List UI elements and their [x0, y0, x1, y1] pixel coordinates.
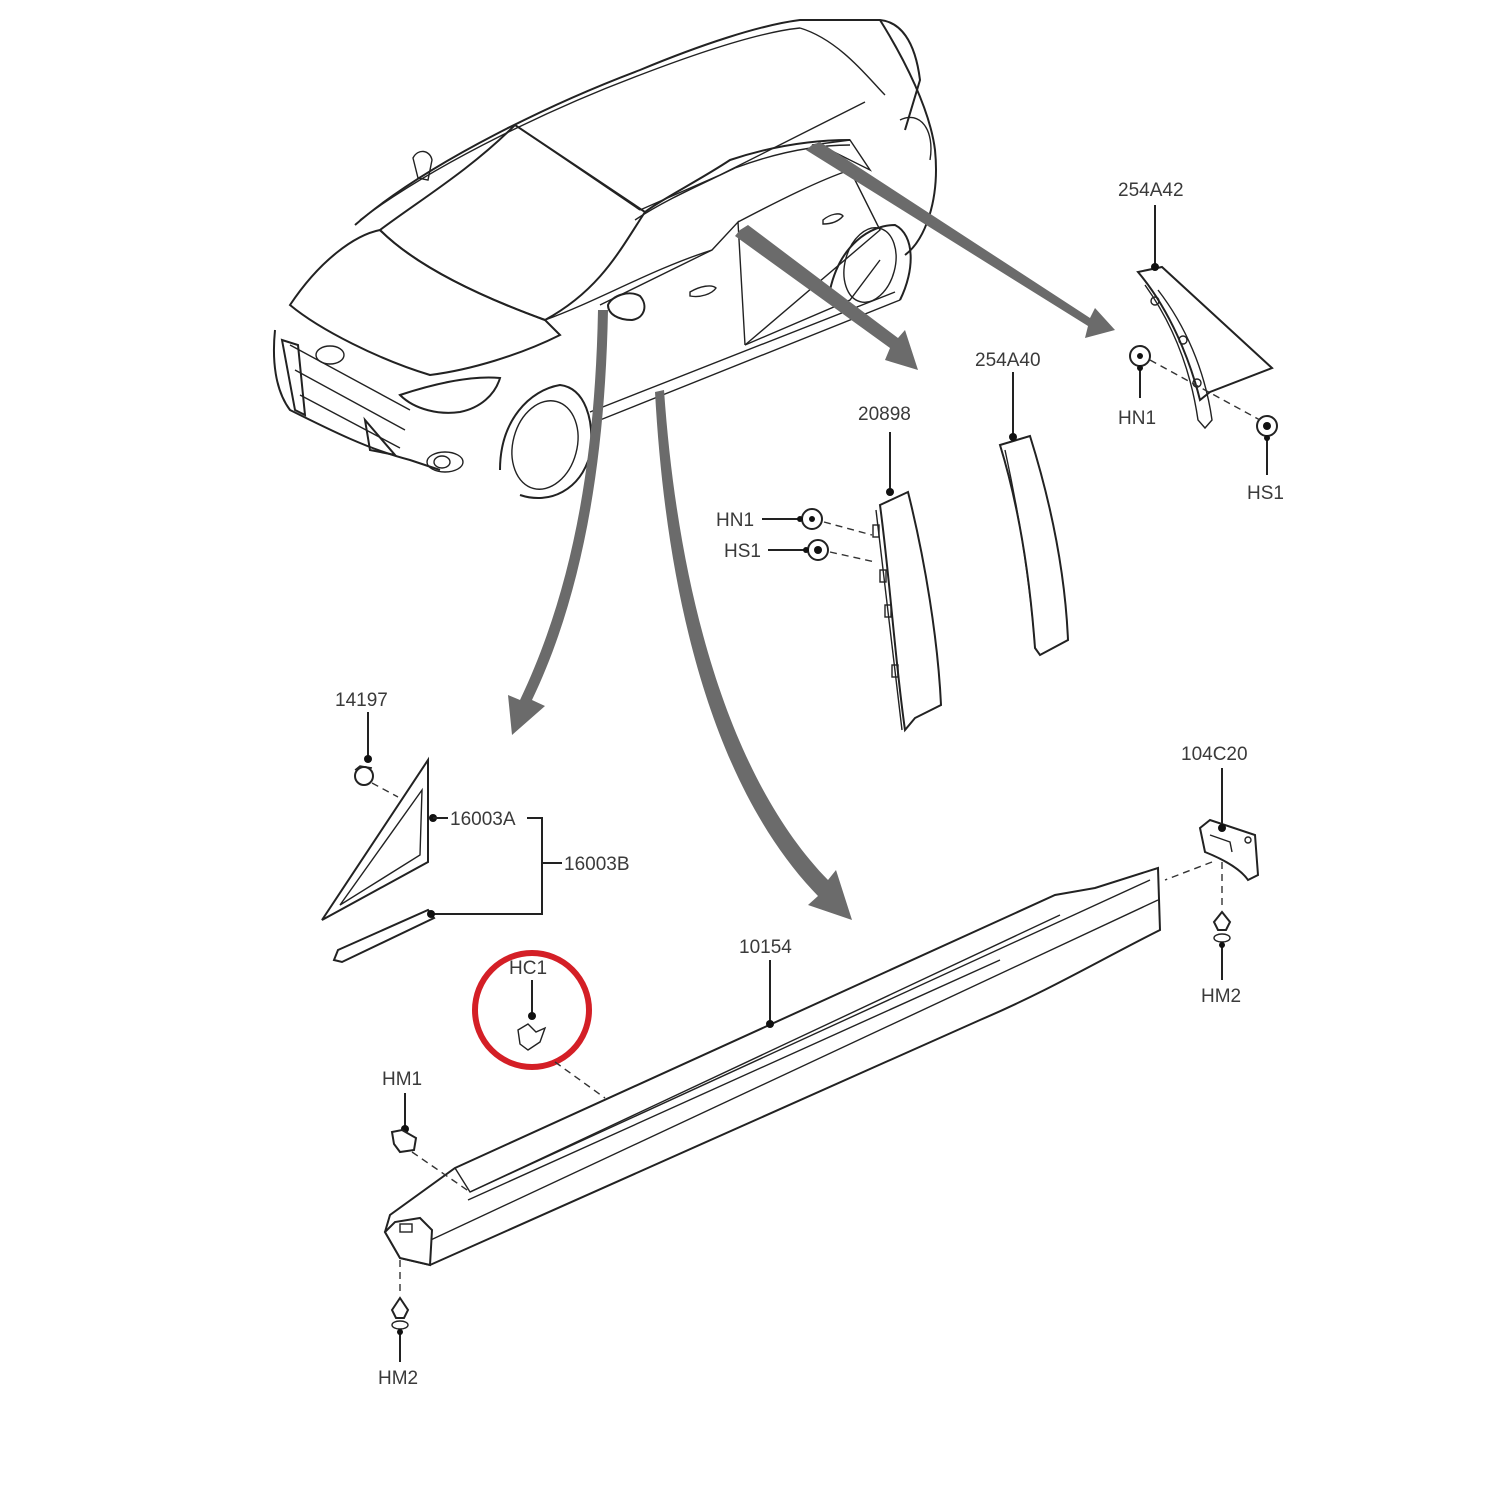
arrow-to-10154 — [655, 390, 852, 920]
label-HN1-rear: HN1 — [1118, 408, 1156, 429]
part-HM1: HM1 — [382, 1069, 471, 1193]
arrow-to-16003 — [508, 310, 608, 735]
callout-arrows — [508, 142, 1115, 920]
part-20898: 20898 HN1 HS1 — [716, 404, 943, 733]
part-10154: 10154 — [383, 866, 1162, 1267]
label-HM2-right: HM2 — [1201, 986, 1241, 1007]
highlight-circle — [472, 950, 592, 1070]
label-16003A: 16003A — [450, 809, 516, 830]
label-16003B: 16003B — [564, 854, 630, 875]
arrow-to-254A42 — [806, 142, 1115, 338]
car-illustration — [272, 19, 937, 500]
label-104C20: 104C20 — [1181, 744, 1248, 765]
label-HN1-front: HN1 — [716, 510, 754, 531]
label-HM1: HM1 — [382, 1069, 422, 1090]
part-254A42: 254A42 HN1 HS1 — [1118, 180, 1284, 504]
label-10154: 10154 — [739, 937, 792, 958]
label-HM2-left: HM2 — [378, 1368, 418, 1389]
part-104C20: 104C20 HM2 — [1164, 744, 1260, 1007]
arrow-to-20898 — [735, 225, 918, 370]
label-HC1: HC1 — [509, 958, 547, 979]
part-16003-group: 14197 16003A 16003B — [321, 690, 630, 964]
label-254A40: 254A40 — [975, 350, 1041, 371]
label-HS1-rear: HS1 — [1247, 483, 1284, 504]
label-14197: 14197 — [335, 690, 388, 711]
part-HM2-left: HM2 — [378, 1260, 418, 1389]
label-20898: 20898 — [858, 404, 911, 425]
part-254A40: 254A40 — [975, 350, 1070, 657]
part-HC1: HC1 — [472, 950, 606, 1099]
label-HS1-front: HS1 — [724, 541, 761, 562]
label-254A42: 254A42 — [1118, 180, 1184, 201]
